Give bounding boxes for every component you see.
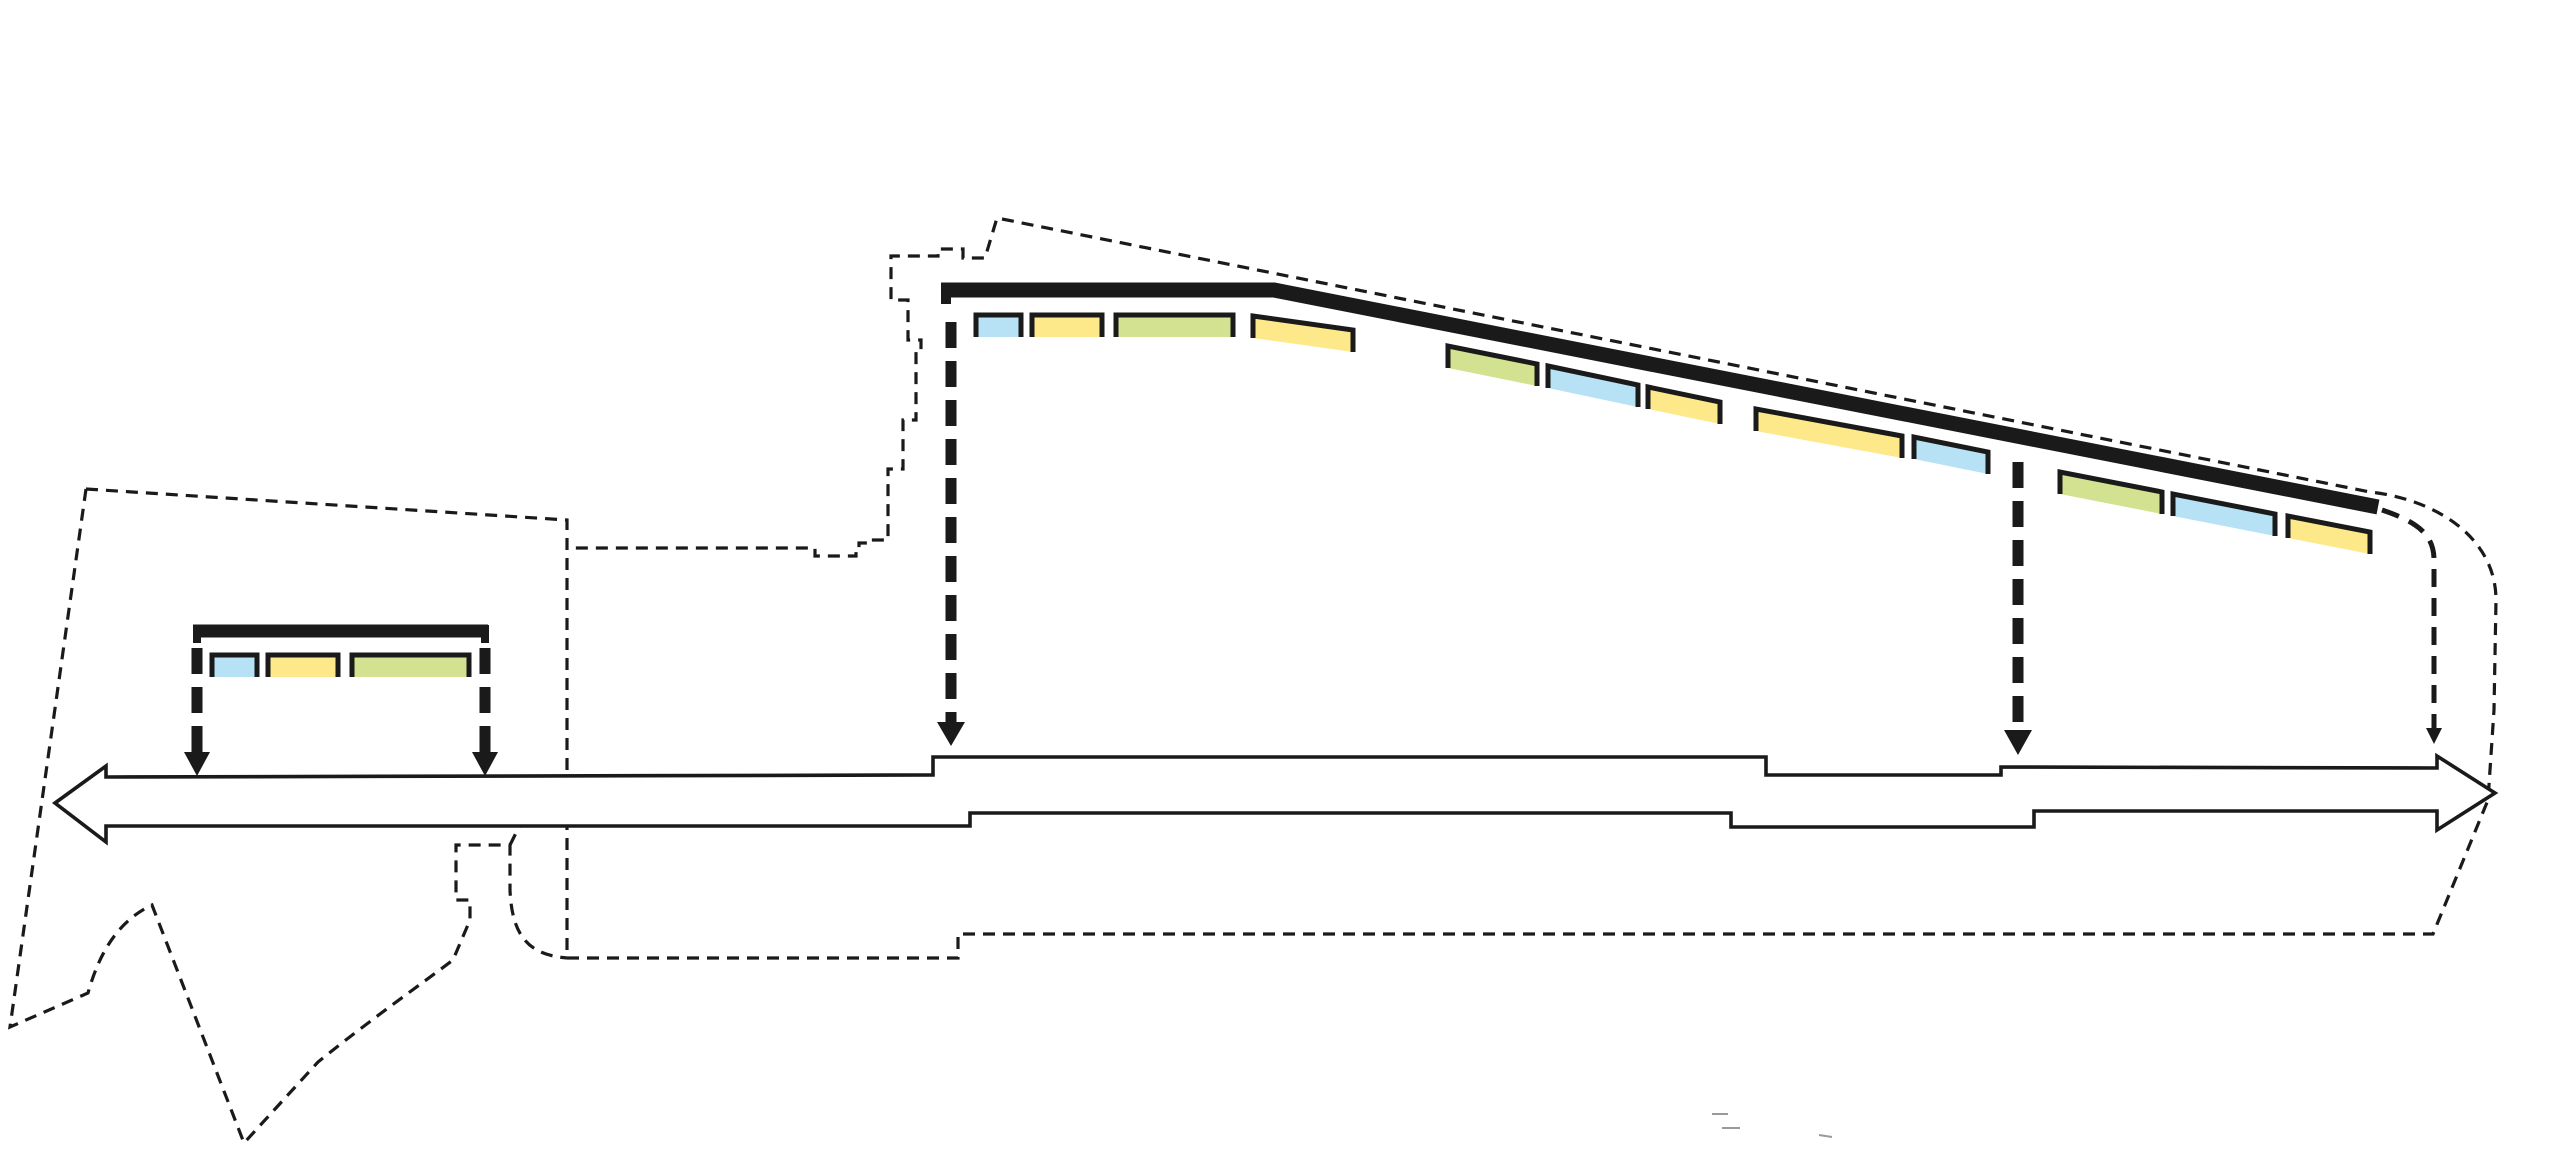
drop-arrow-main [937,322,965,746]
program-unit [973,312,1024,337]
faint-marks [1712,1113,1833,1138]
west-plot-boundary [85,216,2498,960]
program-unit [1911,433,1991,474]
arrowhead-icon [472,752,498,776]
program-unit [1445,342,1540,386]
program-unit [1645,383,1723,424]
arrowhead-icon [2004,730,2032,755]
drop-arrow-middle [2004,462,2032,755]
arrowhead-icon [937,722,965,746]
arrowhead-icon [184,752,210,776]
program-unit [349,652,472,677]
program-unit [1029,312,1105,337]
program-unit [1250,313,1356,352]
program-unit [209,652,260,677]
program-unit [1753,405,1905,458]
program-unit [2285,512,2373,554]
main-roof-canopy [941,282,2380,515]
program-units [209,312,2373,677]
roof-units [973,312,2373,554]
circulation-street-arrow [51,752,2499,846]
program-unit [2170,490,2278,536]
drop-arrow-west-right [472,648,498,776]
drop-arrow-east [2381,507,2442,744]
drop-arrow-west-left [184,648,210,776]
roof-canopies [193,282,2380,643]
southwest-plot-boundary [8,488,568,1146]
program-unit [265,652,341,677]
arrowhead-icon [2426,728,2442,744]
program-unit [1113,312,1236,337]
program-unit [2057,468,2165,514]
west-units [209,652,472,677]
program-unit [1545,362,1641,407]
drop-arrows [184,322,2442,776]
inner-boundary-link [508,824,522,846]
site-boundary [8,216,2498,1146]
